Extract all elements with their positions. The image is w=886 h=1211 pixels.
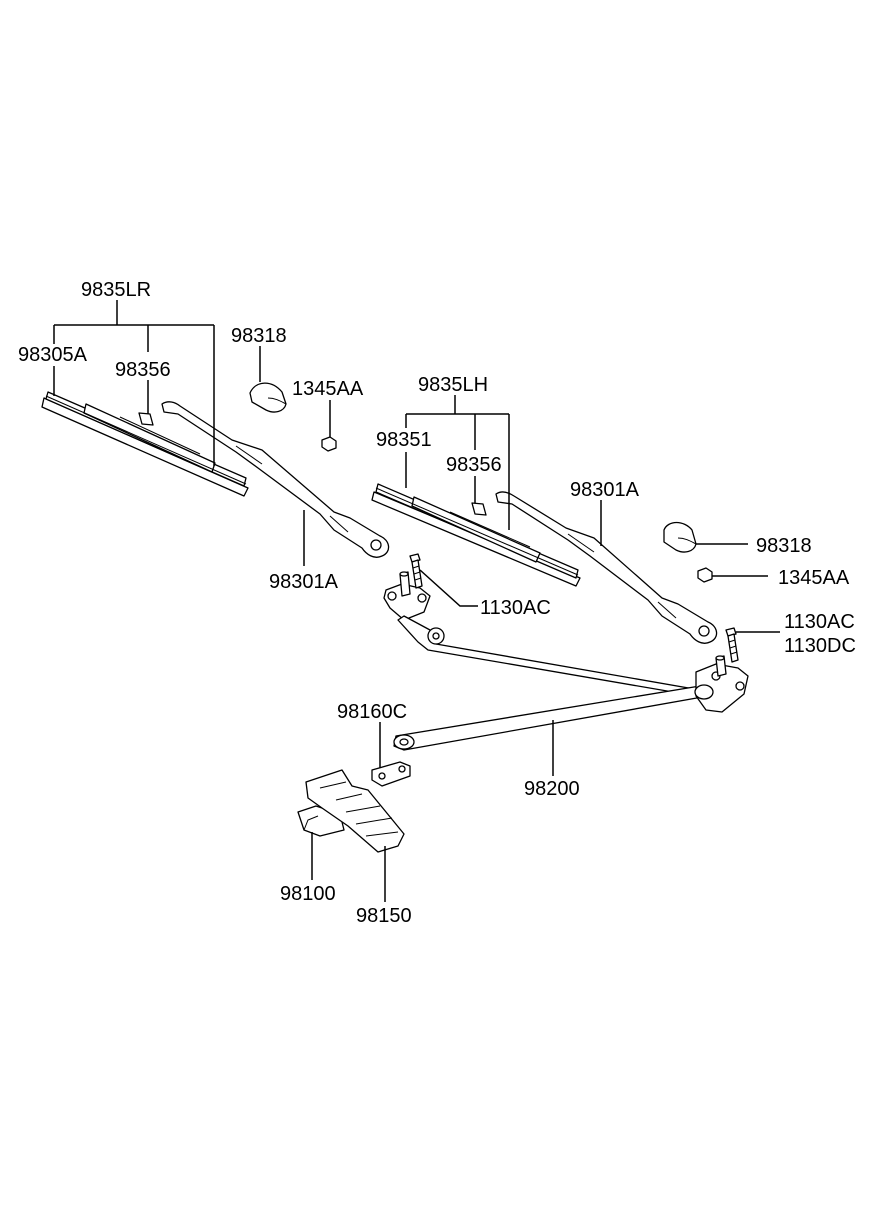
bracket[interactable] xyxy=(371,761,411,787)
label-1130DC-lh: 1130DC xyxy=(784,635,856,657)
cap-lh[interactable] xyxy=(663,521,697,553)
label-98356-lh: 98356 xyxy=(446,454,502,476)
linkage-assembly[interactable] xyxy=(383,571,749,751)
label-1345AA-lh: 1345AA xyxy=(778,567,850,589)
arm-lh[interactable] xyxy=(495,491,718,644)
label-98318-rh: 98318 xyxy=(231,325,287,347)
label-98301A-rh: 98301A xyxy=(269,571,339,593)
clip-rh[interactable] xyxy=(138,412,154,426)
label-98351: 98351 xyxy=(376,429,432,451)
label-1130AC-lh: 1130AC xyxy=(784,611,855,633)
label-1130AC-rh: 1130AC xyxy=(480,597,551,619)
label-98318-lh: 98318 xyxy=(756,535,812,557)
label-98160C: 98160C xyxy=(337,701,407,723)
label-98100: 98100 xyxy=(280,883,336,905)
label-98356-rh: 98356 xyxy=(115,359,171,381)
clip-lh[interactable] xyxy=(471,502,487,516)
label-1345AA-rh: 1345AA xyxy=(292,378,364,400)
nut-rh[interactable] xyxy=(321,436,337,452)
label-98200: 98200 xyxy=(524,778,580,800)
label-98301A-lh: 98301A xyxy=(570,479,640,501)
leader-lines xyxy=(53,300,780,902)
arm-rh[interactable] xyxy=(161,401,390,558)
motor-cover[interactable] xyxy=(305,769,405,853)
part-labels: 9835LR 98305A 98356 98318 1345AA 98301A … xyxy=(18,279,856,927)
wiper-blade-lh[interactable] xyxy=(371,483,581,587)
nut-lh[interactable] xyxy=(697,567,713,583)
bolt-pivot-lh[interactable] xyxy=(725,627,739,663)
label-98305A: 98305A xyxy=(18,344,88,366)
wiper-blade-rh[interactable] xyxy=(41,391,249,497)
label-9835LH: 9835LH xyxy=(418,374,488,396)
label-98150: 98150 xyxy=(356,905,412,927)
label-9835LR: 9835LR xyxy=(81,279,151,301)
cap-rh[interactable] xyxy=(249,382,287,413)
bolt-pivot-rh[interactable] xyxy=(409,553,423,589)
